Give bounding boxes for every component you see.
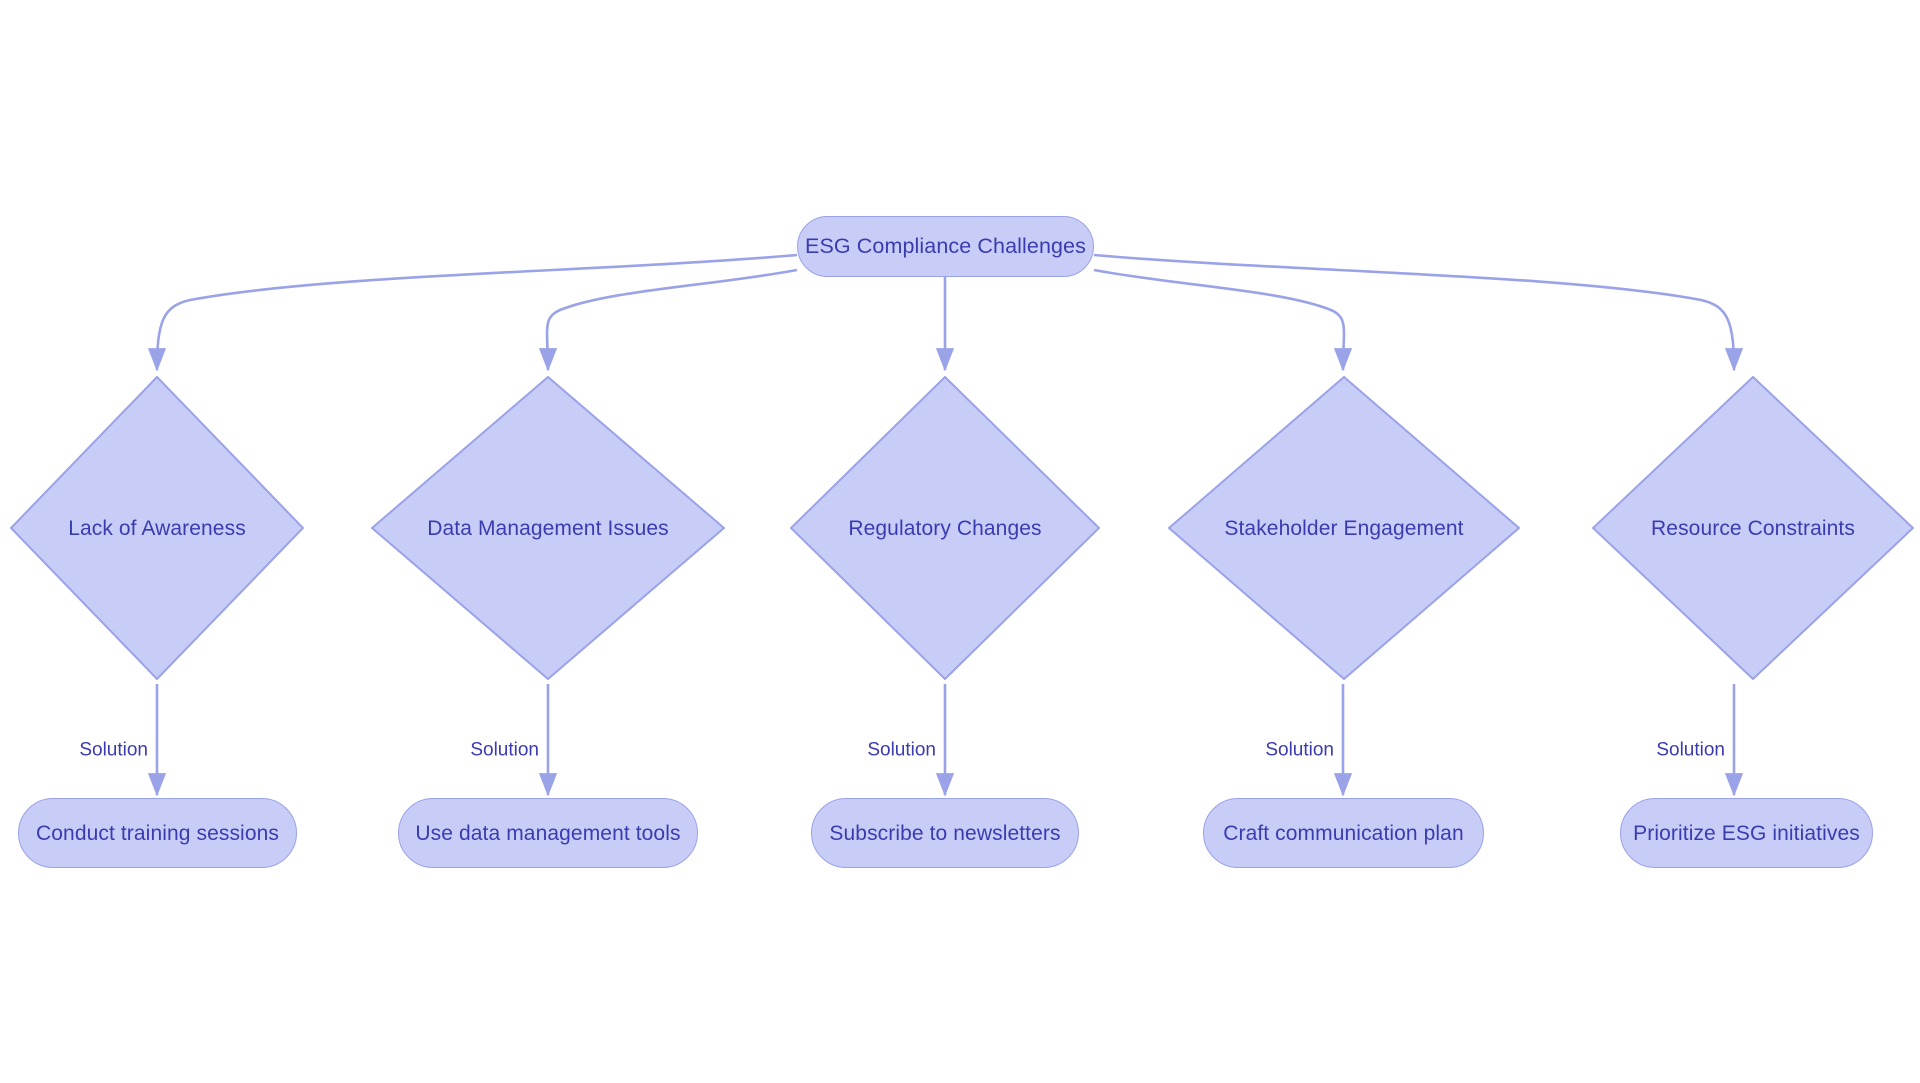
edge-label-text: Solution	[79, 739, 148, 761]
node-conduct-training-sessions[interactable]: Conduct training sessions	[18, 798, 297, 868]
edge-label-solution-data-management-issues: Solution	[470, 741, 548, 760]
edge-label-solution-regulatory-changes: Solution	[867, 741, 945, 760]
node-label: Stakeholder Engagement	[1224, 516, 1464, 540]
edge-root-to-lack-of-awareness	[147, 253, 798, 372]
edge-label-solution-stakeholder-engagement: Solution	[1265, 741, 1343, 760]
edge-label-text: Solution	[470, 739, 539, 761]
diamond-shape	[790, 376, 1100, 680]
node-label: Lack of Awareness	[68, 516, 246, 540]
node-label: Resource Constraints	[1651, 516, 1855, 540]
node-label: Use data management tools	[415, 821, 681, 845]
diamond-shape	[371, 376, 725, 680]
edge-label-text: Solution	[1265, 739, 1334, 761]
edge-label-solution-lack-of-awareness: Solution	[79, 741, 157, 760]
node-esg-compliance-challenges[interactable]: ESG Compliance Challenges	[797, 216, 1094, 277]
node-resource-constraints[interactable]: Resource Constraints	[1592, 376, 1914, 680]
edge-root-to-data-management-issues	[538, 268, 798, 372]
node-label: Conduct training sessions	[36, 821, 279, 845]
diamond-shape	[10, 376, 304, 680]
diamond-shape	[1592, 376, 1914, 680]
node-label: Regulatory Changes	[848, 516, 1042, 540]
edge-root-to-stakeholder-engagement	[1093, 268, 1353, 372]
node-craft-communication-plan[interactable]: Craft communication plan	[1203, 798, 1484, 868]
node-label: ESG Compliance Challenges	[805, 233, 1086, 258]
node-use-data-management-tools[interactable]: Use data management tools	[398, 798, 698, 868]
edge-label-text: Solution	[867, 739, 936, 761]
node-label: Data Management Issues	[427, 516, 669, 540]
edge-root-to-resource-constraints	[1093, 253, 1744, 372]
diamond-shape	[1168, 376, 1520, 680]
node-lack-of-awareness[interactable]: Lack of Awareness	[10, 376, 304, 680]
node-data-management-issues[interactable]: Data Management Issues	[371, 376, 725, 680]
node-prioritize-esg-initiatives[interactable]: Prioritize ESG initiatives	[1620, 798, 1873, 868]
node-label: Prioritize ESG initiatives	[1633, 821, 1860, 845]
node-label: Craft communication plan	[1223, 821, 1464, 845]
node-subscribe-to-newsletters[interactable]: Subscribe to newsletters	[811, 798, 1079, 868]
edge-label-solution-resource-constraints: Solution	[1656, 741, 1734, 760]
node-label: Subscribe to newsletters	[829, 821, 1061, 845]
edge-label-text: Solution	[1656, 739, 1725, 761]
node-regulatory-changes[interactable]: Regulatory Changes	[790, 376, 1100, 680]
node-stakeholder-engagement[interactable]: Stakeholder Engagement	[1168, 376, 1520, 680]
